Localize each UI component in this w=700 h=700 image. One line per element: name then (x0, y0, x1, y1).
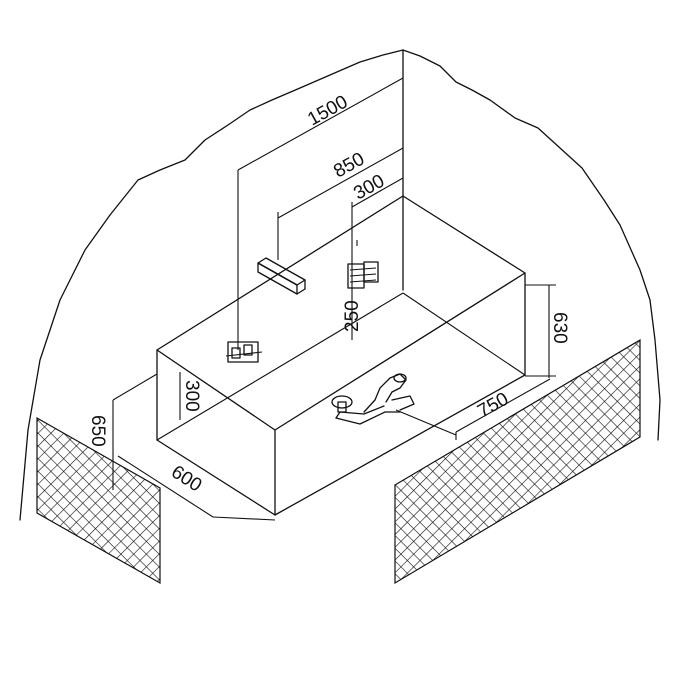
wall-outline (19, 49, 661, 521)
bathtub-box (156, 195, 526, 516)
dimension-1500-label: 1500 (304, 92, 351, 131)
dimension-300-top-label: 300 (350, 171, 388, 205)
right-mesh-panel (394, 338, 641, 585)
left-mesh-panel (36, 416, 161, 585)
dimension-630-label: 630 (549, 312, 570, 344)
dimension-250-label: 250 (342, 300, 363, 332)
dimension-850: 850 (277, 147, 404, 260)
valve-icon (225, 341, 263, 363)
dimension-250: 250 (342, 300, 363, 332)
control-panel-icon (347, 240, 379, 289)
dimension-630: 630 (525, 284, 570, 378)
dimension-750-label: 750 (474, 389, 512, 423)
faucet-icon (331, 373, 415, 425)
dimension-650-label: 650 (87, 415, 108, 447)
dimension-650: 650 (87, 373, 158, 490)
dimension-300-inner: 300 (179, 372, 202, 420)
dimension-850-label: 850 (330, 149, 368, 183)
spout-icon (257, 257, 306, 295)
dimension-1500: 1500 (237, 77, 404, 350)
dimension-300-inner-label: 300 (181, 380, 202, 412)
